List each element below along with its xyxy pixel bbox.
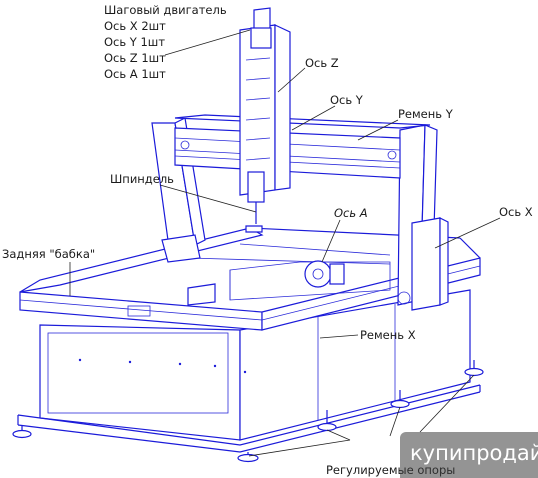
label-belt-y: Ремень Y bbox=[398, 107, 454, 121]
z-axis-carriage bbox=[239, 7, 291, 233]
label-axis-a: Ось А bbox=[334, 206, 368, 220]
a-axis-rotary bbox=[304, 260, 345, 288]
watermark-badge: купипродай bbox=[400, 432, 538, 478]
leader-lines bbox=[69, 29, 501, 457]
label-spindle: Шпиндель bbox=[110, 172, 174, 186]
label-belt-x: Ремень X bbox=[360, 328, 416, 342]
label-axis-a-count: Ось A 1шт bbox=[104, 67, 166, 81]
label-axis-z: Ось Z bbox=[305, 56, 339, 70]
base-cabinet bbox=[17, 289, 481, 453]
x-axis-motor bbox=[397, 217, 449, 311]
gantry bbox=[151, 114, 438, 306]
label-axis-z-count: Ось Z 1шт bbox=[104, 51, 166, 65]
label-axis-x-count: Ось X 2шт bbox=[104, 19, 166, 33]
tailstock bbox=[187, 283, 216, 306]
label-axis-y: Ось Y bbox=[330, 93, 364, 107]
label-axis-y-count: Ось Y 1шт bbox=[104, 35, 165, 49]
label-axis-x: Ось X bbox=[499, 205, 533, 219]
label-tailstock: Задняя "бабка" bbox=[2, 247, 95, 261]
watermark-text: купипродай bbox=[410, 441, 538, 465]
label-stepper-motor: Шаговый двигатель bbox=[104, 3, 227, 17]
